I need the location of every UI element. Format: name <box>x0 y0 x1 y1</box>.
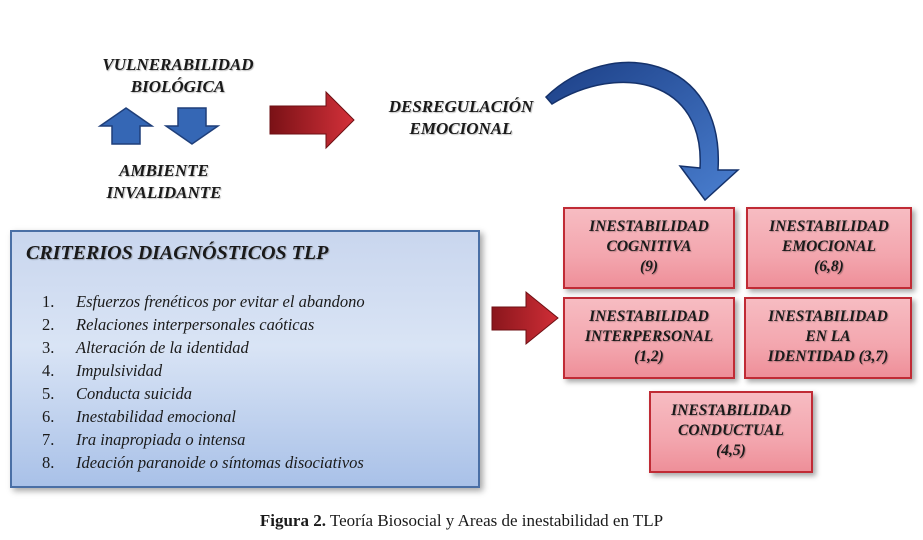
box-line: (6,8) <box>814 258 844 275</box>
criteria-item: 2. Relaciones interpersonales caóticas <box>42 313 365 336</box>
down-arrow-icon <box>163 107 221 145</box>
criteria-item: 6. Inestabilidad emocional <box>42 405 365 428</box>
criteria-item: 1. Esfuerzos frenéticos por evitar el aba… <box>42 290 365 313</box>
criteria-item-number: 6. <box>42 407 55 426</box>
dysregulation-line1: DESREGULACIÓN <box>388 97 534 116</box>
criteria-item-number: 7. <box>42 430 55 449</box>
box-line: EN LA <box>805 328 851 345</box>
criteria-list: 1. Esfuerzos frenéticos por evitar el aba… <box>42 290 365 474</box>
box-line: INESTABILIDAD <box>768 308 888 325</box>
criteria-item-number: 8. <box>42 453 55 472</box>
instability-box-identity: INESTABILIDAD EN LA IDENTIDAD (3,7) <box>744 297 912 379</box>
instability-box-behavioral: INESTABILIDAD CONDUCTUAL (4,5) <box>649 391 813 473</box>
vulnerability-label: VULNERABILIDAD BIOLÓGICA <box>78 54 278 98</box>
vulnerability-line2: BIOLÓGICA <box>130 77 226 96</box>
up-arrow-icon <box>97 107 155 145</box>
criteria-item-number: 3. <box>42 338 55 357</box>
criteria-item: 4. Impulsividad <box>42 359 365 382</box>
criteria-item: 3. Alteración de la identidad <box>42 336 365 359</box>
vulnerability-line1: VULNERABILIDAD <box>102 55 254 74</box>
criteria-item-text: Inestabilidad emocional <box>76 407 236 426</box>
environment-line2: INVALIDANTE <box>106 183 222 202</box>
instability-box-cognitive: INESTABILIDAD COGNITIVA (9) <box>563 207 735 289</box>
criteria-item-text: Relaciones interpersonales caóticas <box>76 315 315 334</box>
caption-label: Figura 2. <box>259 511 326 530</box>
criteria-item-text: Ideación paranoide o síntomas disociativ… <box>76 453 364 472</box>
criteria-item: 7. Ira inapropiada o intensa <box>42 428 365 451</box>
criteria-item-number: 5. <box>42 384 55 403</box>
box-line: INTERPERSONAL <box>584 328 714 345</box>
box-line: EMOCIONAL <box>782 238 876 255</box>
box-line: IDENTIDAD (3,7) <box>767 348 889 365</box>
dysregulation-line2: EMOCIONAL <box>409 119 513 138</box>
figure-caption: Figura 2. Teoría Biosocial y Areas de in… <box>0 511 923 531</box>
instability-box-emotional: INESTABILIDAD EMOCIONAL (6,8) <box>746 207 912 289</box>
environment-label: AMBIENTE INVALIDANTE <box>84 160 244 204</box>
box-line: (1,2) <box>634 348 664 365</box>
criteria-title: CRITERIOS DIAGNÓSTICOS TLP <box>26 242 329 264</box>
criteria-item-text: Esfuerzos frenéticos por evitar el aband… <box>76 292 365 311</box>
criteria-item-text: Impulsividad <box>76 361 163 380</box>
criteria-item: 8. Ideación paranoide o síntomas disociat… <box>42 451 365 474</box>
curved-blue-arrow-icon <box>544 61 740 202</box>
box-line: INESTABILIDAD <box>589 218 709 235</box>
criteria-item-text: Alteración de la identidad <box>76 338 249 357</box>
criteria-item-number: 2. <box>42 315 55 334</box>
red-arrow-icon <box>491 290 559 346</box>
criteria-item-number: 4. <box>42 361 55 380</box>
box-line: INESTABILIDAD <box>589 308 709 325</box>
criteria-item-text: Conducta suicida <box>76 384 192 403</box>
box-line: (4,5) <box>716 442 746 459</box>
red-arrow-icon <box>269 90 355 150</box>
box-line: INESTABILIDAD <box>671 402 791 419</box>
caption-text: Teoría Biosocial y Areas de inestabilida… <box>325 511 664 530</box>
criteria-item: 5. Conducta suicida <box>42 382 365 405</box>
box-line: (9) <box>639 258 659 275</box>
dysregulation-label: DESREGULACIÓN EMOCIONAL <box>376 96 546 140</box>
box-line: CONDUCTUAL <box>678 422 784 439</box>
box-line: INESTABILIDAD <box>769 218 889 235</box>
criteria-panel: CRITERIOS DIAGNÓSTICOS TLP 1. Esfuerzos f… <box>10 230 480 488</box>
environment-line1: AMBIENTE <box>119 161 209 180</box>
box-line: COGNITIVA <box>606 238 692 255</box>
criteria-item-text: Ira inapropiada o intensa <box>76 430 246 449</box>
instability-box-interpersonal: INESTABILIDAD INTERPERSONAL (1,2) <box>563 297 735 379</box>
criteria-item-number: 1. <box>42 292 55 311</box>
